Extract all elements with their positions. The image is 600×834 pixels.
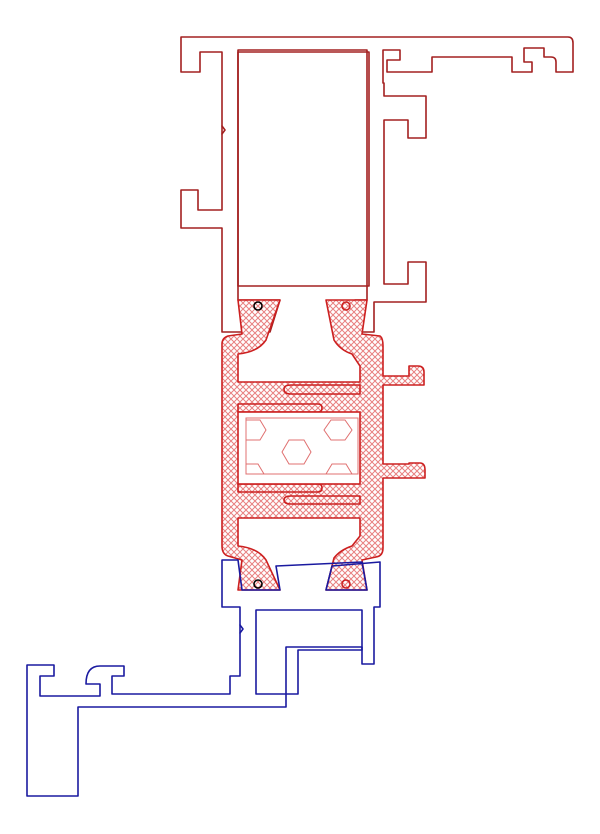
upper-right-screw-hole: [341, 301, 351, 311]
thermal-break-insulation: [221, 299, 426, 591]
lower-aluminium-profile: [26, 559, 381, 797]
upper-left-screw-hole: [253, 301, 263, 311]
thermal-break-lower-fin: [283, 495, 361, 505]
hexagon-cell-top-left: [245, 419, 267, 441]
hexagon-cell-bottom-right: [325, 463, 353, 475]
hexagon-cell-center: [281, 439, 312, 465]
lower-profile-left-notch: [239, 624, 244, 634]
upper-profile-inner-chamber: [237, 51, 370, 287]
upper-profile-left-notch: [221, 125, 226, 135]
upper-aluminium-profile: [180, 36, 574, 333]
hexagon-cell-top-right: [323, 419, 353, 441]
thermal-break-upper-fin: [283, 384, 361, 395]
lower-profile-outer-contour: [26, 559, 381, 797]
thermal-insert-frame: [245, 417, 359, 475]
lower-profile-inner-chamber: [255, 609, 363, 695]
upper-profile-outer-contour: [180, 36, 574, 333]
thermal-break-central-chamber: [237, 411, 361, 485]
lower-right-screw-hole: [341, 579, 351, 589]
lower-left-screw-hole: [253, 579, 263, 589]
hexagon-cell-bottom-left: [245, 463, 265, 475]
